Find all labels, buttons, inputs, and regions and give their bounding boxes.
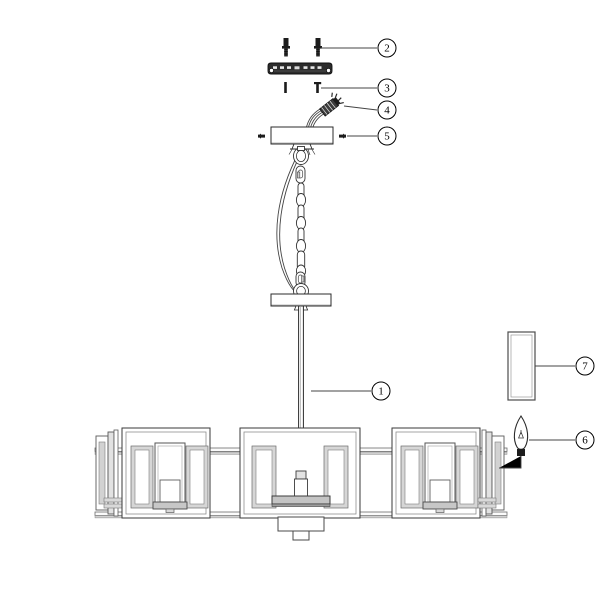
chain-assembly: [276, 146, 309, 299]
callout-5[interactable]: 5: [377, 126, 397, 146]
canopy-arrow-right: [339, 133, 346, 139]
frame-section-right: [391, 427, 481, 519]
frame-left-endcap: [95, 429, 123, 517]
callout-7-label: 7: [582, 361, 588, 373]
chain-quicklink: [295, 165, 306, 184]
callout-3-label: 3: [384, 83, 390, 95]
chain-links: [295, 182, 307, 278]
wire-connector: [305, 92, 344, 131]
callout-6[interactable]: 6: [575, 430, 595, 450]
leader-4: [343, 105, 378, 111]
mounting-screws-group: [282, 38, 322, 57]
frame-right-endcap: [477, 429, 505, 517]
mounting-screw-right: [314, 38, 322, 57]
callout-6-label: 6: [582, 435, 588, 447]
canopy-arrow-left: [258, 133, 265, 139]
callout-7[interactable]: 7: [575, 356, 595, 376]
callout-2-label: 2: [384, 43, 390, 55]
frame-section-center: [239, 427, 361, 541]
fixture-body: [94, 427, 508, 541]
canopy-screw-right: [314, 82, 322, 93]
leader-lines: [311, 47, 575, 441]
callout-4[interactable]: 4: [377, 100, 397, 120]
canopy-screw-left: [284, 82, 287, 93]
callout-4-label: 4: [384, 105, 390, 117]
glass-panel-part: [507, 331, 536, 401]
callout-3[interactable]: 3: [377, 78, 397, 98]
callout-2[interactable]: 2: [377, 38, 397, 58]
mounting-screw-left: [282, 38, 290, 57]
mounting-bracket: [267, 62, 333, 75]
callout-1[interactable]: 1: [371, 381, 391, 401]
callout-5-label: 5: [384, 131, 390, 143]
frame-section-left: [121, 427, 211, 519]
canopy-screws-group: [284, 82, 322, 93]
callout-1-label: 1: [378, 386, 384, 398]
candelabra-bulb-part: [499, 415, 529, 469]
